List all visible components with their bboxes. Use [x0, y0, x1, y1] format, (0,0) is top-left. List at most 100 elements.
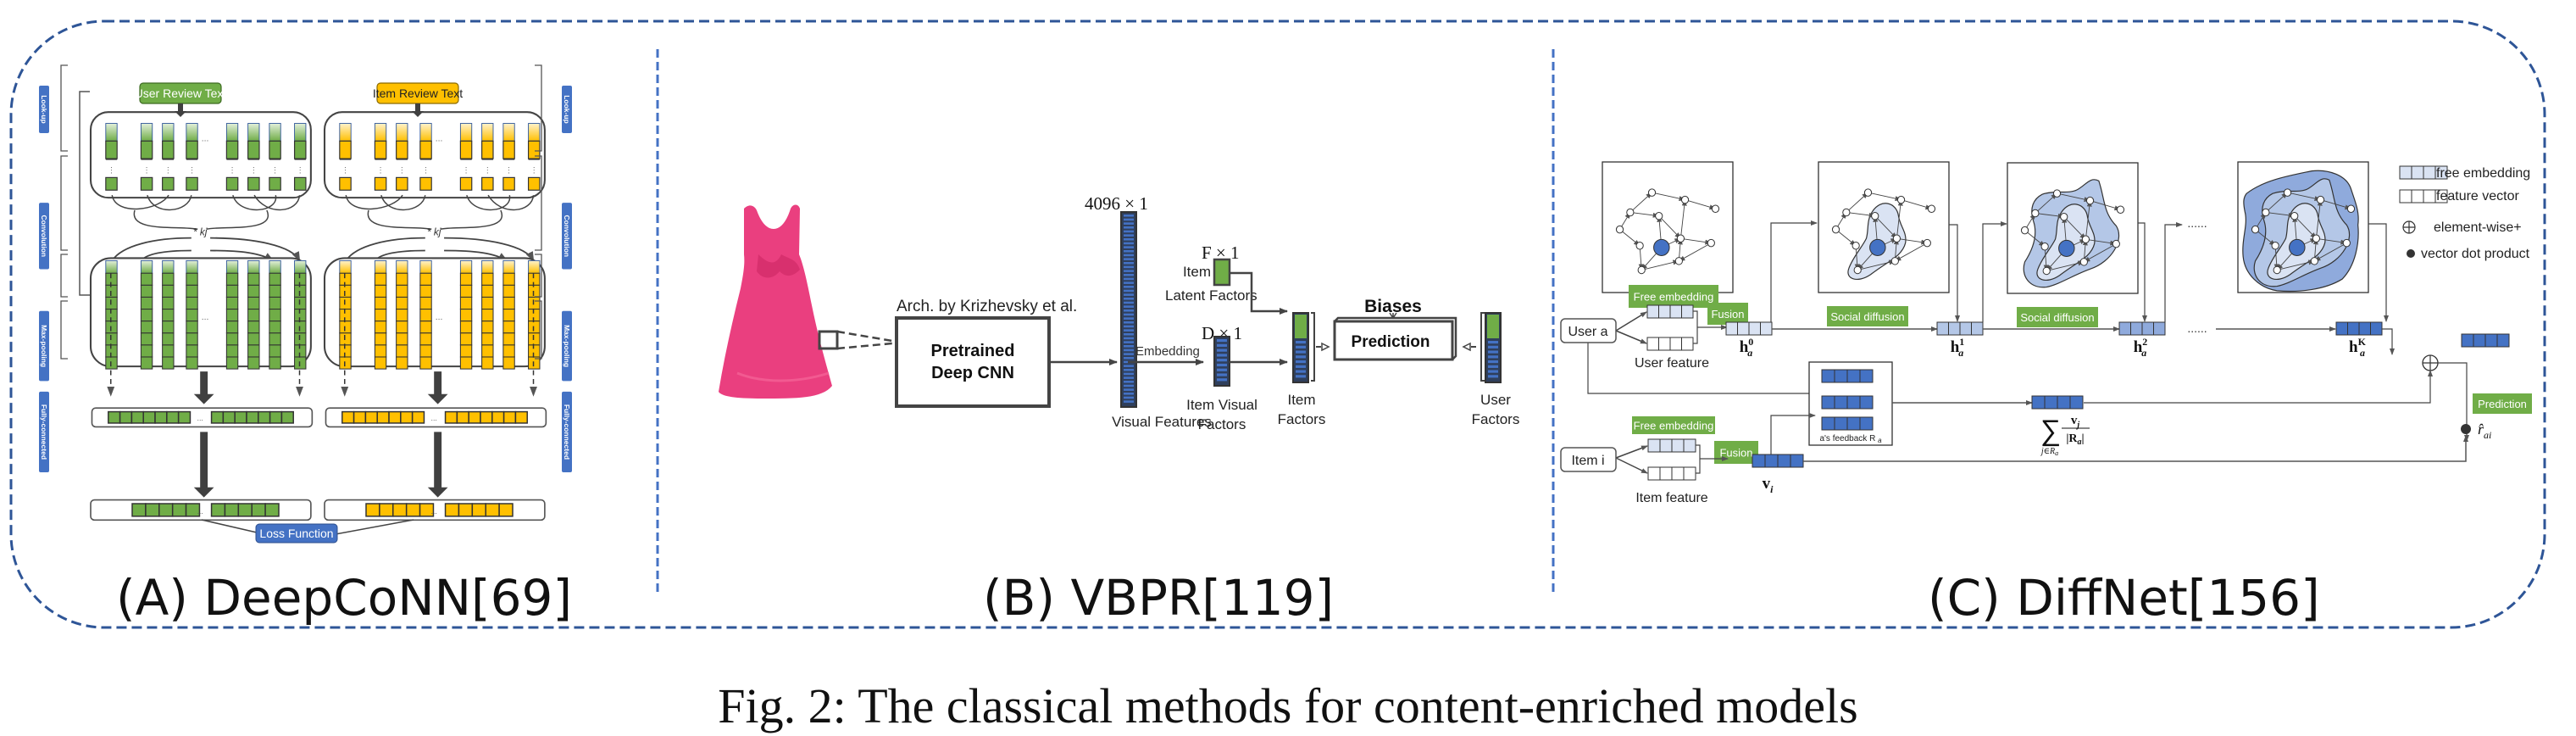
legend-free-embedding: free embedding: [2399, 165, 2530, 181]
vector-cell: [1683, 466, 1696, 481]
tag-bg: [1632, 416, 1715, 434]
vector-cell: [258, 410, 271, 424]
graph-node: [1635, 242, 1644, 250]
embedding-cell: [459, 140, 473, 159]
fc-vector: [444, 503, 514, 517]
svg-text:⋮: ⋮: [188, 165, 196, 174]
sum-expression: ∑vj|Ra|j∈Ra: [2040, 414, 2090, 457]
embedding-cell: [247, 176, 260, 191]
feature-cell: [481, 321, 494, 334]
vector-cell: [154, 410, 168, 424]
graph-edge: [2085, 199, 2092, 240]
edge: [2438, 362, 2469, 442]
feature-cell: [502, 356, 515, 370]
embedding-cell: [374, 123, 387, 142]
ellipsis: ...: [436, 313, 443, 322]
vector-stripe: [1296, 375, 1306, 378]
vector-cell: [1777, 454, 1791, 468]
svg-text:⋮: ⋮: [297, 165, 304, 174]
vector-cell: [2335, 321, 2348, 336]
graph-edge: [2090, 200, 2122, 211]
vector-stripe: [1296, 355, 1306, 359]
ellipsis: ...: [202, 313, 209, 322]
vector-stripe: [1296, 341, 1306, 344]
dot-icon: [2407, 249, 2415, 258]
graph-edge: [2085, 238, 2118, 246]
feature-cell: [528, 259, 541, 274]
graph-edge: [1658, 215, 1682, 239]
feature-cell: [396, 356, 408, 370]
embedding-cell: [269, 176, 281, 191]
vector-stripe: [1217, 348, 1227, 352]
v-i-label: vi: [1763, 475, 1774, 495]
feature-cell: [481, 272, 494, 286]
visual-features-vector: [1120, 211, 1137, 408]
vector-stripe: [1217, 354, 1227, 357]
kernel-label: * kj: [193, 226, 208, 238]
stage-label-text: Fully-connected: [40, 404, 48, 460]
vector-cell: [222, 410, 236, 424]
feature-cell: [140, 344, 153, 358]
prediction-label: Prediction: [1352, 333, 1430, 351]
feature-cell: [225, 356, 239, 370]
vector-cell: [1760, 321, 1773, 336]
tag-bg: [1827, 306, 1908, 326]
vector-cell: [2423, 165, 2436, 180]
vector-cell: [2399, 189, 2412, 204]
feature-cell: [374, 259, 387, 274]
vector-cell: [171, 503, 187, 517]
stage-bracket: [60, 155, 68, 251]
feature-cell: [459, 344, 473, 358]
user-factors-vector: [1485, 312, 1502, 383]
item-factors-vector: [1292, 312, 1309, 383]
feature-cell: [105, 259, 118, 274]
vector-stripe: [1124, 353, 1134, 355]
feature-cell: [419, 259, 432, 274]
feedback-label: a's feedback R a: [1819, 434, 1882, 444]
vector-stripe: [1217, 359, 1227, 362]
legend-dot-product-label: vector dot product: [2421, 247, 2530, 261]
feature-cell: [459, 272, 473, 286]
thick-down-arrow: [193, 371, 214, 404]
vector-cell: [234, 410, 247, 424]
feature-cell: [225, 284, 239, 298]
graph-frame: [1602, 161, 1734, 293]
feature-cell: [140, 356, 153, 370]
fc-vector: [210, 503, 280, 517]
feature-cell: [269, 284, 281, 298]
feature-cell: [502, 284, 515, 298]
visual-dim-label: 4096 × 1: [1085, 193, 1148, 214]
feature-cell: [459, 321, 473, 334]
vector-stripe: [1124, 238, 1134, 241]
embedding-cell: [374, 140, 387, 159]
embedding-cell: [339, 140, 352, 159]
vector-stripe: [1124, 250, 1134, 253]
graph-edge: [2294, 215, 2318, 239]
vector-cell: [1846, 395, 1861, 410]
vector-cell: [1658, 337, 1671, 351]
user-factors-label-line2: Factors: [1472, 411, 1520, 427]
vector-cell: [444, 503, 460, 517]
vector-stripe: [1124, 274, 1134, 276]
embedding-cell: [419, 123, 432, 142]
stage-bracket: [535, 254, 542, 298]
embedding-cell: [502, 123, 515, 142]
vector-cell: [210, 503, 226, 517]
vector-stripe: [1124, 301, 1134, 304]
vector-cell: [185, 503, 201, 517]
vector-stripe: [1488, 341, 1498, 344]
vector-stripe: [1124, 329, 1134, 332]
vector-stripe: [1124, 365, 1134, 367]
vector-cell: [142, 410, 156, 424]
feedback-box: ......a's feedback R a: [1808, 361, 1893, 446]
feature-cell: [269, 259, 281, 274]
feature-cell: [502, 272, 515, 286]
vector-stripe: [1124, 369, 1134, 371]
vector-cell: [246, 410, 259, 424]
graph-node: [1680, 195, 1690, 204]
legend-feature-vector-label: feature vector: [2436, 189, 2520, 204]
feature-cell: [502, 259, 515, 274]
graph-node: [2310, 257, 2318, 265]
ellipsis: ...: [197, 507, 203, 516]
